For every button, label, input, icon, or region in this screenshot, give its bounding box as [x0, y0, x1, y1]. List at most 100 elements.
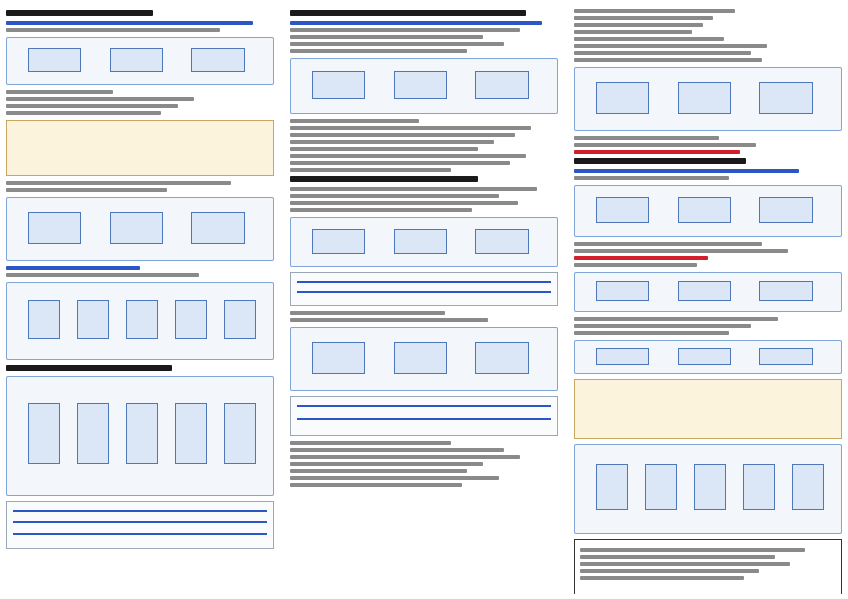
- text-line: [574, 249, 789, 253]
- circuit-diagram: [574, 185, 842, 237]
- circuit-diagram: [290, 58, 558, 114]
- text-line: [290, 161, 510, 165]
- circuit-diagram: [574, 340, 842, 374]
- diagram-block: [191, 211, 245, 244]
- text-block: [290, 311, 558, 322]
- section-heading: [290, 10, 526, 16]
- text-line: [290, 28, 521, 32]
- text-line: [574, 256, 708, 260]
- diagram-block: [175, 402, 208, 465]
- text-line: [6, 273, 199, 277]
- diagram-block: [393, 228, 448, 254]
- text-line: [290, 476, 500, 480]
- diagram-block: [28, 402, 61, 465]
- diagram-block: [393, 70, 448, 99]
- text-line: [580, 548, 806, 552]
- diagram-block: [77, 299, 110, 340]
- text-line: [574, 9, 735, 13]
- text-block: [290, 441, 558, 487]
- diagram-block: [77, 402, 110, 465]
- text-line: [574, 136, 719, 140]
- text-line: [6, 104, 178, 108]
- signal-trace: [297, 291, 551, 293]
- text-line: [6, 266, 140, 270]
- text-line: [290, 21, 542, 25]
- text-block: [6, 90, 274, 115]
- diagram-block: [312, 228, 366, 254]
- text-line: [580, 576, 744, 580]
- diagram-block: [28, 211, 82, 244]
- signal-trace: [297, 281, 551, 283]
- text-block: [6, 21, 274, 32]
- text-line: [574, 176, 730, 180]
- circuit-diagram: [290, 327, 558, 391]
- diagram-block: [677, 81, 732, 114]
- timing-diagram: [290, 396, 558, 436]
- text-line: [290, 49, 467, 53]
- diagram-block: [596, 464, 629, 511]
- text-line: [574, 58, 762, 62]
- text-line: [574, 242, 762, 246]
- text-line: [6, 111, 162, 115]
- circuit-diagram: [6, 376, 274, 496]
- text-line: [290, 187, 537, 191]
- diagram-block: [759, 348, 813, 365]
- diagram-block: [645, 464, 678, 511]
- truth-table: [6, 120, 274, 176]
- signal-trace: [13, 521, 267, 524]
- text-line: [574, 44, 767, 48]
- text-line: [574, 16, 714, 20]
- circuit-diagram: [574, 444, 842, 534]
- circuit-diagram: [6, 282, 274, 360]
- diagram-block: [393, 341, 448, 374]
- text-line: [290, 201, 518, 205]
- diagram-block: [475, 70, 529, 99]
- diagram-block: [475, 341, 529, 374]
- text-block: [574, 242, 842, 267]
- text-line: [290, 133, 516, 137]
- text-block: [574, 169, 842, 180]
- diagram-block: [312, 70, 366, 99]
- diagram-block: [596, 81, 650, 114]
- text-line: [6, 90, 114, 94]
- diagram-block: [759, 81, 813, 114]
- diagram-block: [677, 281, 732, 302]
- diagram-block: [759, 281, 813, 302]
- text-line: [290, 126, 532, 130]
- diagram-block: [596, 197, 650, 223]
- diagram-block: [677, 197, 732, 223]
- section-heading: [290, 176, 478, 182]
- text-line: [290, 168, 451, 172]
- diagram-block: [224, 402, 256, 465]
- text-line: [6, 28, 221, 32]
- text-line: [6, 21, 253, 25]
- diagram-block: [126, 402, 159, 465]
- diagram-block: [596, 281, 650, 302]
- text-line: [6, 188, 167, 192]
- text-line: [580, 555, 775, 559]
- text-line: [290, 42, 505, 46]
- text-line: [574, 51, 751, 55]
- diagram-block: [28, 299, 61, 340]
- circuit-diagram: [290, 217, 558, 267]
- text-line: [290, 147, 478, 151]
- diagram-block: [175, 299, 208, 340]
- text-block: [290, 187, 558, 212]
- text-line: [290, 483, 462, 487]
- timing-diagram: [290, 272, 558, 306]
- diagram-block: [596, 348, 650, 365]
- text-block: [290, 119, 558, 172]
- diagram-block: [109, 211, 164, 244]
- text-line: [574, 331, 730, 335]
- text-line: [574, 317, 778, 321]
- text-line: [290, 208, 473, 212]
- text-line: [574, 150, 741, 154]
- text-line: [574, 324, 751, 328]
- text-line: [290, 441, 451, 445]
- section-heading: [6, 10, 154, 16]
- diagram-block: [126, 299, 159, 340]
- text-line: [290, 140, 494, 144]
- text-line: [290, 462, 483, 466]
- text-line: [290, 194, 500, 198]
